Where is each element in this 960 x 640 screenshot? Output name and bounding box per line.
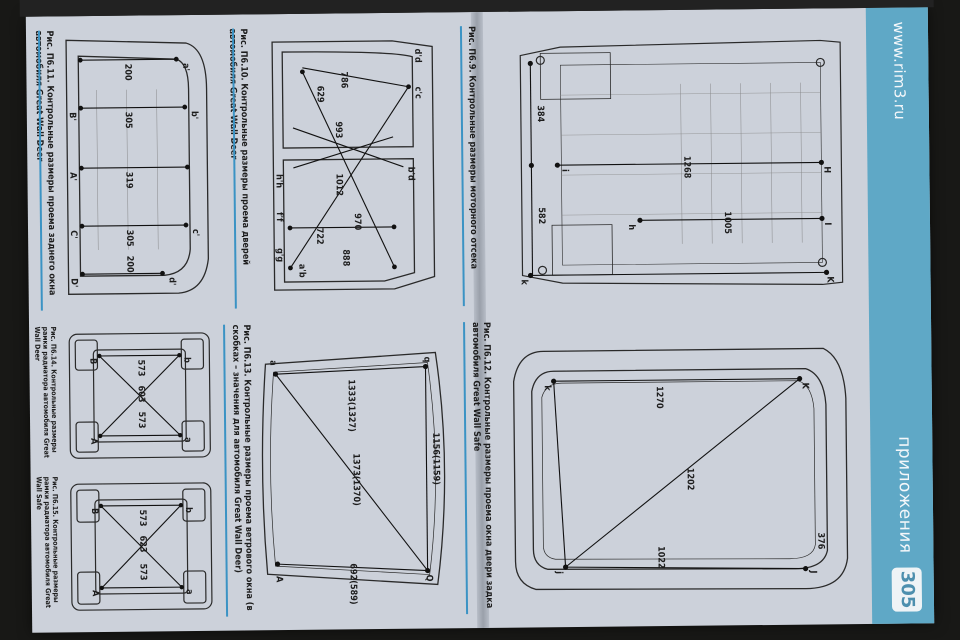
dim-305-left: 305 [122,111,133,129]
radiator-deer-drawing [68,332,211,459]
figure-windshield: 1156(1159) 692(589) 1373(1370) 1333(1327… [255,322,458,616]
dim-573-right: 573 [135,411,147,429]
dim-786: 786 [338,71,349,89]
pt-a: a [182,437,193,443]
pt-b: b [181,357,192,363]
dim-1268: 1268 [681,155,692,179]
rear-window-drawing [65,39,209,295]
pt-Q: Q [423,574,434,582]
dim-692: 692(589) [347,563,358,605]
engine-bay-drawing [519,39,844,286]
pt-B: B [87,358,98,365]
dim-573-left: 573 [135,359,146,377]
caption-p6-13: Рис. П6.13. Контрольные размеры проема в… [230,324,255,611]
pt-b: b [182,507,194,513]
figure-door-openings-deer: 970 722 1012 888 993 786 629 a'b b'd g'g… [252,26,455,308]
pt-h: h [626,224,637,231]
dim-1022: 1022 [655,546,666,569]
pt-K: K [799,382,810,389]
dim-305-right: 305 [124,229,135,247]
pt-a: a [183,589,194,595]
pt-dd: d'd [412,48,423,63]
door-openings-drawing [271,40,436,291]
pt-B: B' [66,112,77,121]
site-url: www.rim3.ru [889,21,909,121]
pt-A: A [273,576,284,583]
pt-B: B [88,508,100,515]
windshield-drawing [261,351,446,586]
caption-p6-11: Рис. П6.11. Контрольные размеры проема з… [33,30,57,296]
dim-1156: 1156(1159) [430,432,441,486]
dim-623: 623 [137,535,148,553]
caption-p6-12: Рис. П6.12. Контрольные размеры проема о… [470,321,495,609]
pt-K: K [824,276,835,283]
dim-722: 722 [314,227,325,245]
caption-rule-p6-9 [459,26,465,307]
rear-door-window-drawing [512,347,849,591]
caption-p6-15: Рис. П6.15. Контрольные размеры рамки ра… [34,476,60,608]
dim-1202: 1202 [684,467,695,491]
pt-I: I [821,222,833,226]
dim-573-right: 573 [137,563,148,581]
dim-629: 629 [314,85,325,103]
pt-b: b' [188,110,199,120]
pt-a: a' [180,63,191,72]
pt-A: A [88,438,99,445]
caption-rule-p6-13 [223,324,229,617]
pt-cc: c'c [412,86,423,99]
section-title: приложения [894,436,916,554]
figure-radiator-frame-safe: 573 623 573 A B a b [61,475,222,619]
caption-p6-10: Рис. П6.10. Контрольные размеры проема д… [227,28,251,266]
dim-200-right: 200 [124,255,135,273]
pt-a: a [267,360,278,366]
pt-gg: g'g [274,248,285,263]
dim-1333: 1333(1327) [345,379,357,432]
dim-1270: 1270 [653,386,664,409]
dim-888: 888 [340,249,351,267]
dim-993: 993 [332,121,344,139]
dim-1005: 1005 [721,211,733,235]
dim-970: 970 [351,213,363,231]
pt-j: j [553,571,564,575]
dim-376: 376 [815,532,826,550]
pt-A: A' [67,172,78,182]
pt-hh: h'h [273,174,284,189]
caption-rule-p6-12 [463,322,469,615]
pt-D: D' [68,278,79,288]
pt-d: d' [166,277,177,286]
pt-J: J [807,570,818,574]
figure-radiator-frame-deer: 573 603 573 A B a b [59,325,220,467]
dim-1012: 1012 [333,173,344,197]
pt-ab: a'b [296,263,307,278]
pt-i: i [559,169,570,172]
pt-bd: b'd [405,166,416,181]
dim-1373: 1373(1370) [350,453,361,506]
pt-H: H [821,166,832,174]
header-band: www.rim3.ru приложения 305 [865,7,935,624]
figure-rear-door-window-safe: 376 1022 1202 1270 J K j k [493,318,866,614]
dim-582: 582 [535,207,547,225]
caption-p6-14: Рис. П6.14. Контрольные размеры рамки ра… [33,326,59,458]
book-page: www.rim3.ru приложения 305 [19,0,935,633]
dim-603: 603 [135,385,146,403]
radiator-safe-drawing [70,482,213,611]
dim-319: 319 [123,171,134,189]
pt-ff: f'f [273,212,284,222]
pt-q: q [421,356,432,363]
pt-k: k [518,279,529,285]
pt-A: A [89,589,100,597]
figure-rear-window-deer: 200 305 319 305 200 D' C' A' B' b' a' c'… [56,29,219,311]
dim-573-left: 573 [136,509,148,527]
dim-200-left: 200 [122,63,133,81]
pt-k: k [541,385,552,391]
pt-c: c' [190,228,201,237]
page-number: 305 [891,567,923,612]
pt-C: C' [68,230,79,239]
dim-384: 384 [534,105,545,123]
figure-engine-bay: 1005 1268 582 384 K H I h i k [480,22,863,306]
